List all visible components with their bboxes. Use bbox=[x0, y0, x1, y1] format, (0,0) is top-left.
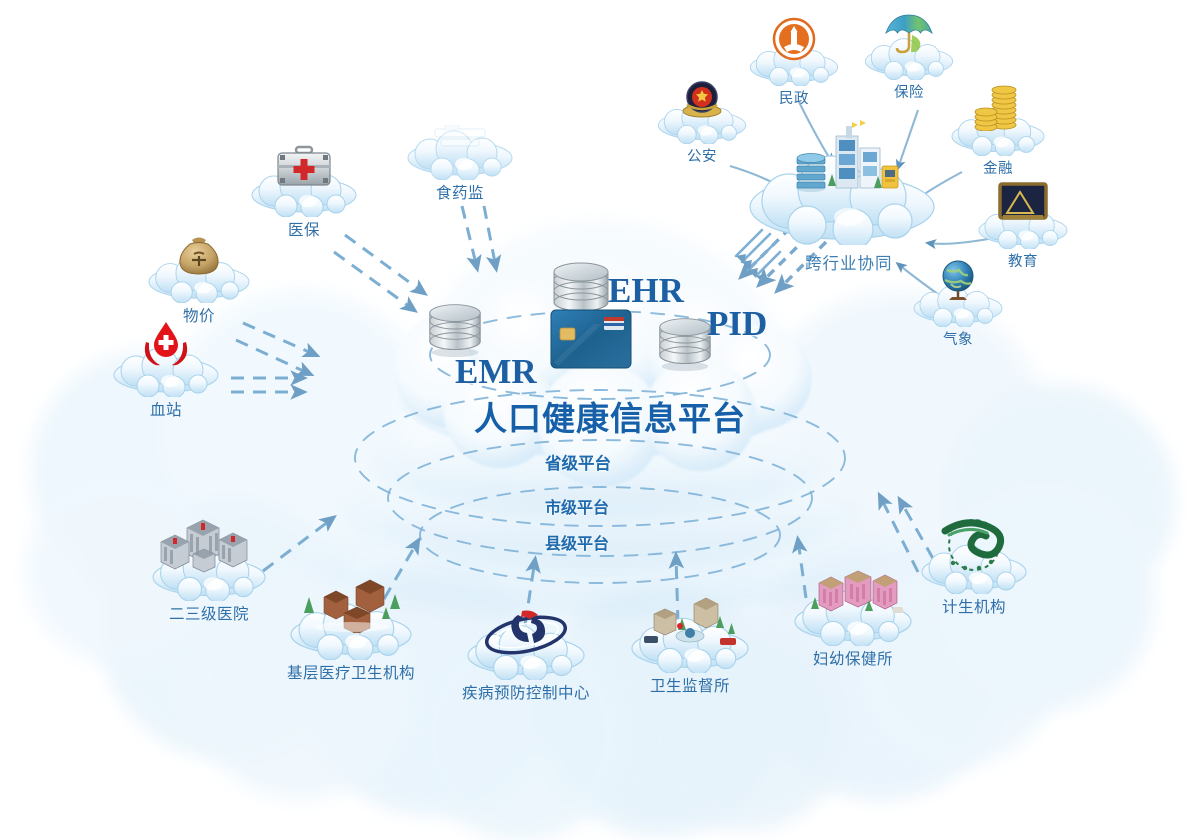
cloud-shape bbox=[404, 124, 516, 180]
node-yibao[interactable]: 医保 bbox=[248, 145, 360, 240]
cloud-shape bbox=[110, 322, 222, 397]
node-label: 计生机构 bbox=[941, 598, 1006, 616]
cloud-shape bbox=[747, 17, 841, 86]
node-xuezhan[interactable]: 血站 bbox=[110, 322, 222, 420]
node-label: 物价 bbox=[182, 307, 215, 325]
cloud-graphic bbox=[921, 544, 1027, 594]
node-label: 食药监 bbox=[435, 184, 484, 202]
cloud-graphic bbox=[152, 547, 266, 601]
cloud-graphic bbox=[951, 112, 1045, 156]
cloud-shape bbox=[148, 519, 270, 601]
node-health-supervision[interactable]: 卫生监督所 bbox=[627, 597, 753, 696]
node-shiyaojian[interactable]: 食药监 bbox=[404, 124, 516, 203]
node-label: 医保 bbox=[287, 221, 320, 239]
cloud-graphic bbox=[978, 207, 1068, 249]
multi-arrow-flow-icon bbox=[722, 228, 784, 291]
node-gongan[interactable]: 公安 bbox=[655, 81, 749, 166]
cloud-graphic bbox=[864, 38, 954, 80]
cloud-shape bbox=[655, 81, 749, 144]
node-qixiang[interactable]: 气象 bbox=[910, 260, 1006, 349]
cloud-graphic bbox=[290, 602, 412, 660]
node-family-planning[interactable]: 计生机构 bbox=[918, 519, 1030, 617]
node-wujia[interactable]: 物价 bbox=[145, 237, 253, 326]
cloud-shape bbox=[285, 579, 417, 660]
node-cdc[interactable]: 疾病预防控制中心 bbox=[462, 610, 591, 703]
cloud-shape bbox=[910, 260, 1006, 327]
platform-tier-rings bbox=[354, 310, 846, 584]
cloud-shape bbox=[948, 85, 1048, 156]
cloud-graphic bbox=[113, 347, 219, 397]
node-jiaoyu[interactable]: 教育 bbox=[975, 182, 1071, 271]
cloud-shape bbox=[462, 610, 590, 680]
cloud-graphic bbox=[913, 285, 1003, 327]
cloud-shape bbox=[248, 145, 360, 217]
cloud-graphic bbox=[749, 44, 839, 86]
cloud-shape bbox=[627, 597, 753, 673]
cloud-graphic bbox=[251, 167, 357, 217]
base-cloud-lobes bbox=[25, 475, 1060, 840]
cloud-shape bbox=[975, 182, 1071, 249]
node-label: 二三级医院 bbox=[168, 605, 249, 623]
node-label: 气象 bbox=[943, 332, 973, 348]
cloud-shape bbox=[918, 519, 1030, 594]
node-label: 疾病预防控制中心 bbox=[462, 684, 591, 702]
cloud-graphic bbox=[631, 617, 749, 673]
node-primary-care[interactable]: 基层医疗卫生机构 bbox=[285, 579, 417, 683]
cloud-shape bbox=[145, 237, 253, 303]
cloud-graphic bbox=[794, 590, 912, 646]
node-label: 金融 bbox=[983, 161, 1013, 177]
cloud-graphic bbox=[407, 130, 513, 180]
cloud-graphic bbox=[148, 255, 250, 303]
node-label: 基层医疗卫生机构 bbox=[286, 664, 415, 682]
node-label: 卫生监督所 bbox=[649, 677, 730, 695]
node-jinrong[interactable]: 金融 bbox=[948, 85, 1048, 178]
cloud-graphic bbox=[657, 102, 747, 144]
node-baoxian[interactable]: 保险 bbox=[862, 14, 956, 102]
node-label: 公安 bbox=[687, 149, 717, 165]
node-maternal-child[interactable]: 妇幼保健所 bbox=[790, 570, 916, 669]
cloud-graphic bbox=[749, 155, 935, 245]
node-label: 民政 bbox=[779, 91, 809, 107]
node-label: 妇幼保健所 bbox=[812, 650, 893, 668]
cloud-shape bbox=[862, 14, 956, 80]
node-label: 教育 bbox=[1008, 254, 1038, 270]
node-label: 血站 bbox=[149, 401, 182, 419]
cloud-shape bbox=[790, 570, 916, 646]
node-minzheng[interactable]: 民政 bbox=[747, 17, 841, 108]
node-hospital[interactable]: 二三级医院 bbox=[148, 519, 270, 624]
node-label: 保险 bbox=[894, 85, 924, 101]
cloud-graphic bbox=[467, 624, 585, 680]
